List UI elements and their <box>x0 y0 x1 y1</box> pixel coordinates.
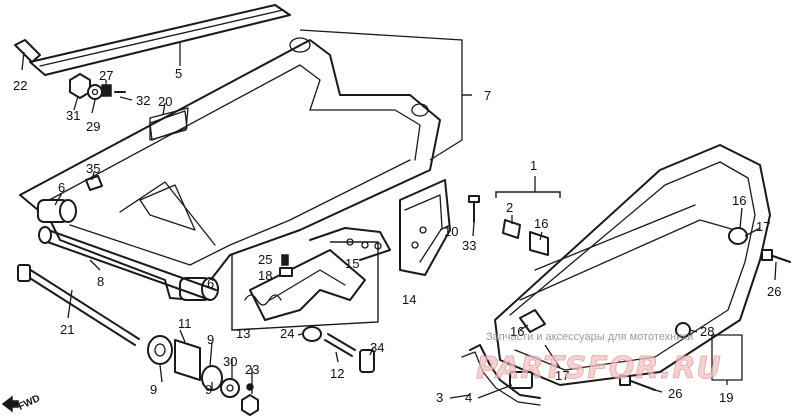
bolt-25 <box>281 254 289 266</box>
callout-9c: 9 <box>205 382 212 397</box>
callout-35: 35 <box>86 161 100 176</box>
callout-16b: 16 <box>732 193 746 208</box>
collar-16 <box>728 227 748 245</box>
swingarm-brace <box>29 4 291 76</box>
callout-31: 31 <box>66 108 80 123</box>
chain-joint-4 <box>509 371 533 389</box>
nut-31 <box>69 73 91 99</box>
swingarm-group <box>14 4 480 416</box>
callout-8: 8 <box>97 274 104 289</box>
callout-18: 18 <box>258 268 272 283</box>
arrow-left-icon <box>1 395 19 413</box>
callout-9a: 9 <box>207 332 214 347</box>
callout-10: 10 <box>444 224 458 239</box>
bolt-26 <box>769 254 791 263</box>
stopper-bracket <box>309 227 391 261</box>
bolt-12 <box>324 333 356 357</box>
callout-labels: 22 5 27 32 20 31 29 7 35 6 8 6 21 11 9 9… <box>13 66 781 405</box>
washer-29 <box>87 84 103 100</box>
watermark: Запчасти и аксессуары для мототехники PA… <box>476 331 722 386</box>
slider-16 <box>529 231 549 256</box>
watermark-logo: PARTSFOR.RU <box>476 351 722 386</box>
callout-19: 19 <box>719 390 733 405</box>
pivot-bolt <box>24 268 140 346</box>
chain-case <box>494 144 771 386</box>
callout-2: 2 <box>506 200 513 215</box>
fitting-35 <box>85 175 103 191</box>
callout-13: 13 <box>236 326 250 341</box>
collar-30 <box>220 378 240 398</box>
callout-16c: 16 <box>510 324 524 339</box>
callout-22: 22 <box>13 78 27 93</box>
callout-20: 20 <box>158 94 172 109</box>
callout-34: 34 <box>370 340 384 355</box>
callout-21: 21 <box>60 322 74 337</box>
callout-24: 24 <box>280 326 294 341</box>
callout-3: 3 <box>436 390 443 405</box>
callout-6b: 6 <box>207 276 214 291</box>
callout-25: 25 <box>258 252 272 267</box>
callout-32: 32 <box>136 93 150 108</box>
label-20 <box>149 110 188 141</box>
callout-28: 28 <box>700 324 714 339</box>
nut-23 <box>241 394 259 416</box>
callout-17b: 17 <box>555 368 569 383</box>
callout-26b: 26 <box>668 386 682 401</box>
pin-18 <box>279 267 293 277</box>
bolt-22 <box>14 39 41 63</box>
fwd-marker: FWD <box>1 393 42 413</box>
callout-4: 4 <box>465 390 472 405</box>
seal-11 <box>174 339 201 381</box>
callout-33: 33 <box>462 238 476 253</box>
bearing-9 <box>147 335 173 365</box>
bush-24 <box>302 326 322 342</box>
callout-5: 5 <box>175 66 182 81</box>
callout-6a: 6 <box>58 180 65 195</box>
callout-11: 11 <box>178 316 192 331</box>
callout-14: 14 <box>402 292 416 307</box>
watermark-text: Запчасти и аксессуары для мототехники <box>486 331 693 343</box>
bolt-34 <box>359 349 375 373</box>
callout-23: 23 <box>245 362 259 377</box>
spring-13 <box>244 294 282 306</box>
callout-9b: 9 <box>150 382 157 397</box>
pivot-tube <box>41 229 217 301</box>
fwd-label: FWD <box>17 393 42 413</box>
bolt-2 <box>502 219 521 239</box>
callout-27: 27 <box>99 68 113 83</box>
callout-7: 7 <box>484 88 491 103</box>
callout-26a: 26 <box>767 284 781 299</box>
swingarm-body <box>19 39 441 301</box>
callout-1: 1 <box>530 158 537 173</box>
callout-15: 15 <box>345 256 359 271</box>
callout-29: 29 <box>86 119 100 134</box>
brake-arm <box>249 249 366 321</box>
callout-12: 12 <box>330 366 344 381</box>
callout-30: 30 <box>223 354 237 369</box>
callout-16a: 16 <box>534 216 548 231</box>
leader-lines <box>21 29 777 399</box>
bolt-26b <box>627 379 656 391</box>
drive-chain <box>469 344 541 399</box>
chain-case-group <box>461 144 791 406</box>
bracket-10 <box>399 179 451 276</box>
callout-17a: 17 <box>756 219 770 234</box>
